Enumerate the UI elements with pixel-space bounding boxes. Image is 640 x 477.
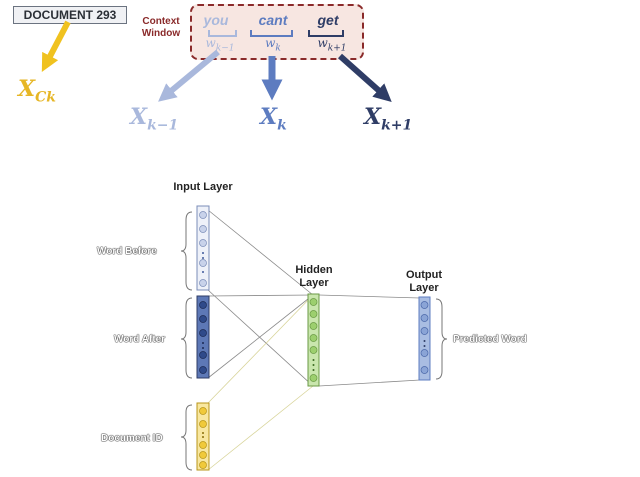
braces (180, 211, 448, 471)
x-prev-label: Xk−1 (130, 104, 179, 134)
word-current-symbol: wk (265, 36, 281, 54)
word-current: cant (258, 12, 288, 28)
context-window-label-line2: Window (141, 28, 181, 39)
arrow-prev (158, 49, 220, 102)
context-window-label-line1: Context (142, 16, 180, 27)
predicted-word-label: Predicted Word (453, 334, 527, 345)
document-id-layer (196, 402, 210, 471)
word-prev-symbol: wk−1 (205, 36, 235, 54)
x-cur-label: Xk (260, 104, 287, 134)
context-window-box (190, 4, 364, 60)
word-next-symbol: wk+1 (317, 36, 347, 54)
arrow-next (338, 53, 392, 102)
hidden-layer-title: Hidden Layer (295, 264, 333, 289)
x-doc-label: XCk (18, 76, 56, 106)
word-prev: you (203, 12, 229, 28)
x-next-label: Xk+1 (364, 104, 413, 134)
word-after-label: Word After (114, 334, 166, 345)
connections (207, 209, 421, 471)
input-layer-title: Input Layer (173, 181, 233, 193)
word-brackets (208, 30, 344, 37)
arrow-doc (41, 20, 71, 72)
hidden-layer (307, 293, 320, 387)
document-id-label: Document ID (101, 433, 163, 444)
word-before-layer (196, 205, 210, 291)
word-after-layer (196, 295, 210, 379)
word-before-label: Word Before (97, 246, 157, 257)
output-layer-title: Output Layer (405, 269, 443, 294)
context-window-label: Context Window (136, 16, 186, 40)
output-layer (418, 296, 431, 381)
word-next: get (317, 12, 339, 28)
